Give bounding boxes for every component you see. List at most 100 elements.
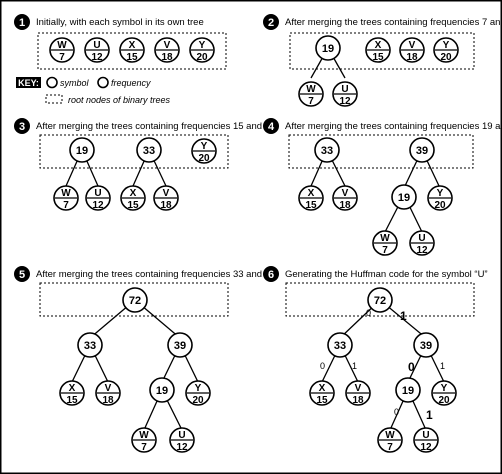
internal-node-circle — [395, 377, 421, 403]
leaf-node-frequency: 18 — [352, 395, 364, 406]
internal-node-39: 39 — [409, 137, 435, 163]
leaf-node-symbol: V — [355, 383, 362, 394]
step-number-5: 5 — [19, 269, 25, 281]
leaf-node-frequency: 12 — [420, 442, 432, 453]
key-frequency-label: frequency — [111, 78, 151, 88]
leaf-node-y: Y20 — [431, 380, 457, 406]
internal-node-circle — [315, 35, 341, 61]
step-badge-4 — [263, 118, 279, 134]
internal-node-circle — [167, 332, 193, 358]
internal-node-circle — [314, 137, 340, 163]
internal-node-19: 19 — [149, 377, 175, 403]
step-badge-1 — [14, 14, 30, 30]
leaf-node-x: X15 — [298, 185, 324, 211]
leaf-node-frequency: 15 — [372, 52, 384, 63]
leaf-node-frequency: 18 — [161, 52, 173, 63]
leaf-node-u: U12 — [85, 185, 111, 211]
key-symbol-circle — [46, 76, 58, 89]
bit-label-one: 1 — [440, 361, 445, 371]
leaf-node-w: W7 — [298, 81, 324, 107]
internal-node-frequency: 39 — [420, 340, 432, 352]
step-caption-2: After merging the trees containing frequ… — [285, 17, 502, 28]
step-caption-3: After merging the trees containing frequ… — [36, 121, 275, 132]
internal-node-circle — [367, 287, 393, 313]
step-badge-2 — [263, 14, 279, 30]
leaf-node-v: V18 — [345, 380, 371, 406]
internal-node-frequency: 19 — [76, 145, 88, 157]
step-badge-6 — [263, 266, 279, 282]
internal-node-frequency: 39 — [174, 340, 186, 352]
leaf-node-frequency: 20 — [192, 395, 204, 406]
leaf-node-symbol: X — [129, 40, 136, 51]
step-number-3: 3 — [19, 121, 25, 133]
key: KEY: symbol frequency root nodes of bina… — [16, 76, 171, 105]
internal-node-33: 33 — [314, 137, 340, 163]
leaf-node-v: V18 — [399, 37, 425, 63]
leaf-node-frequency: 12 — [92, 200, 104, 211]
leaf-node-w: W7 — [53, 185, 79, 211]
internal-node-19: 19 — [315, 35, 341, 61]
leaf-node-symbol: W — [380, 233, 390, 244]
leaf-node-y: Y20 — [191, 138, 217, 164]
leaf-node-symbol: Y — [199, 40, 206, 51]
leaf-node-symbol: W — [385, 430, 395, 441]
leaf-node-frequency: 18 — [339, 200, 351, 211]
internal-node-circle — [149, 377, 175, 403]
key-badge-text: KEY: — [18, 78, 39, 88]
panel-step-1: 1 Initially, with each symbol in its own… — [14, 14, 227, 70]
leaf-node-frequency: 12 — [339, 96, 351, 107]
leaf-node-symbol: U — [418, 233, 425, 244]
panel-step-6: 6 Generating the Huffman code for the sy… — [263, 266, 488, 431]
internal-node-circle — [409, 137, 435, 163]
internal-node-circle — [413, 332, 439, 358]
leaf-node-frequency: 20 — [198, 153, 210, 164]
leaf-node-frequency: 18 — [102, 395, 114, 406]
internal-node-19: 19 — [391, 184, 417, 210]
bit-label-one: 1 — [352, 361, 357, 371]
step-caption-5: After merging the trees containing frequ… — [36, 269, 275, 280]
key-frequency-circle — [97, 76, 109, 89]
step-caption-1: Initially, with each symbol in its own t… — [36, 17, 204, 28]
leaf-node-frequency: 7 — [141, 442, 147, 453]
leaf-node-symbol: U — [422, 430, 429, 441]
leaf-node-symbol: X — [130, 188, 137, 199]
leaf-node-symbol: W — [306, 84, 316, 95]
leaf-node-frequency: 15 — [127, 200, 139, 211]
leaf-node-u: U12 — [169, 427, 195, 453]
leaf-node-symbol: Y — [201, 141, 208, 152]
leaf-node-symbol: X — [319, 383, 326, 394]
internal-node-frequency: 33 — [143, 145, 155, 157]
bit-label-zero: 0 — [320, 361, 325, 371]
leaf-node-symbol: V — [164, 40, 171, 51]
step-number-6: 6 — [268, 269, 274, 281]
internal-node-39: 39 — [413, 332, 439, 358]
internal-node-33: 33 — [77, 332, 103, 358]
root-box-3 — [39, 134, 229, 169]
leaf-node-symbol: W — [139, 430, 149, 441]
leaf-node-frequency: 15 — [126, 52, 138, 63]
leaf-nodes: W7U12X15V18Y20W7U12X15V18Y20W7U12X15V18Y… — [49, 37, 459, 453]
internal-node-frequency: 72 — [129, 295, 141, 307]
leaf-node-w: W7 — [131, 427, 157, 453]
leaf-node-frequency: 12 — [416, 245, 428, 256]
leaf-node-symbol: X — [375, 40, 382, 51]
root-box-5 — [39, 282, 229, 317]
leaf-node-frequency: 7 — [63, 200, 69, 211]
bit-label-zero: 0 — [394, 407, 399, 417]
leaf-node-x: X15 — [119, 37, 145, 63]
leaf-node-frequency: 20 — [434, 200, 446, 211]
leaf-node-frequency: 7 — [59, 52, 65, 63]
internal-node-frequency: 19 — [156, 385, 168, 397]
leaf-node-frequency: 12 — [176, 442, 188, 453]
internal-node-circle — [77, 332, 103, 358]
leaf-node-w: W7 — [377, 427, 403, 453]
internal-node-72: 72 — [367, 287, 393, 313]
leaf-node-x: X15 — [59, 380, 85, 406]
internal-node-circle — [136, 137, 162, 163]
leaf-node-v: V18 — [153, 185, 179, 211]
leaf-node-frequency: 12 — [91, 52, 103, 63]
internal-node-19: 19 — [69, 137, 95, 163]
bit-label-zero-bold: 0 — [408, 360, 415, 374]
